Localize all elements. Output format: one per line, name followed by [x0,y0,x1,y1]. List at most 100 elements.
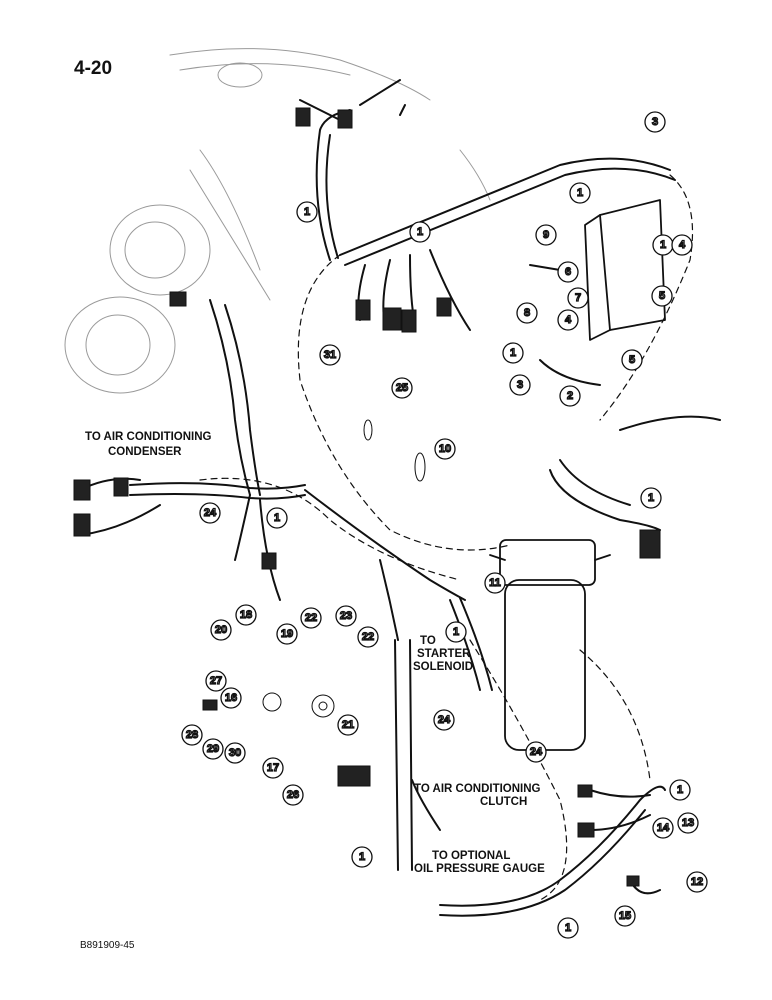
label-starter-2: STARTER [417,648,471,660]
callout-19: 19 [276,623,298,645]
svg-text:20: 20 [215,624,227,636]
callout-9: 9 [535,224,557,246]
callout-30: 30 [224,742,246,764]
connector-icon [169,291,187,307]
callout-5-b: 5 [621,349,643,371]
svg-text:30: 30 [229,747,241,759]
callout-1-b: 1 [569,182,591,204]
callout-12: 12 [686,871,708,893]
svg-text:1: 1 [304,206,310,218]
callout-10: 10 [434,438,456,460]
svg-text:21: 21 [342,719,354,731]
right-harness [539,359,721,531]
svg-text:14: 14 [657,822,670,834]
label-ac-clutch-2: CLUTCH [480,796,527,808]
callout-22-a: 22 [300,607,322,629]
svg-text:24: 24 [204,507,217,519]
callout-24-a: 24 [199,502,221,524]
svg-text:5: 5 [629,354,635,366]
connector-icon [355,299,371,321]
svg-text:1: 1 [648,492,654,504]
engine-background [64,48,491,394]
svg-text:1: 1 [274,512,280,524]
callout-1-i: 1 [557,917,579,939]
svg-text:26: 26 [287,789,299,801]
callout-1-g: 1 [669,779,691,801]
callout-27: 27 [205,670,227,692]
connector-icon [577,784,593,798]
svg-text:10: 10 [439,443,451,455]
label-starter-1: TO [420,635,436,647]
svg-text:15: 15 [619,910,631,922]
svg-text:1: 1 [660,239,666,251]
svg-text:25: 25 [396,382,408,394]
callout-5-a: 5 [651,285,673,307]
callout-1-f: 1 [445,621,467,643]
connector-icon [436,297,452,317]
connector-icon [73,513,91,537]
connector-icon [639,529,661,559]
callout-1-a: 1 [296,201,318,223]
svg-text:13: 13 [682,817,694,829]
callout-26: 26 [282,784,304,806]
callout-17: 17 [262,757,284,779]
callout-4-a: 4 [671,234,693,256]
connector-icon [113,477,129,497]
callouts: 1 1 1 1 1 1 1 1 1 1 1 2 3 3 4 4 5 5 6 7 … [181,111,708,939]
bracket [584,199,666,341]
callout-1-h: 1 [351,846,373,868]
callout-28: 28 [181,724,203,746]
connector-icon [401,309,417,333]
svg-text:1: 1 [359,851,365,863]
callout-24-c: 24 [525,741,547,763]
callout-3-a: 3 [644,111,666,133]
svg-text:1: 1 [417,226,423,238]
svg-text:29: 29 [207,743,219,755]
center-harness [379,559,493,871]
svg-text:1: 1 [577,187,583,199]
svg-text:1: 1 [453,626,459,638]
callout-11: 11 [484,572,506,594]
svg-text:27: 27 [210,675,222,687]
connector-icon [295,107,311,127]
connector-icon [577,822,595,838]
svg-text:2: 2 [567,390,573,402]
callout-15: 15 [614,905,636,927]
connectors [73,107,661,887]
sender-icon [202,699,218,711]
sensor-icon [363,419,373,441]
connector-icon [73,479,91,501]
connector-icon [337,109,353,129]
svg-text:4: 4 [565,314,572,326]
svg-text:24: 24 [438,714,451,726]
filter-canister [489,539,611,751]
callout-1-k: 1 [409,221,431,243]
svg-text:3: 3 [517,379,523,391]
svg-text:9: 9 [543,229,549,241]
callout-31: 31 [319,344,341,366]
callout-1-d: 1 [640,487,662,509]
svg-text:22: 22 [305,612,317,624]
callout-1-e: 1 [266,507,288,529]
callout-8: 8 [516,302,538,324]
lower-harness [439,785,666,917]
svg-text:5: 5 [659,290,665,302]
label-oil-gauge-1: TO OPTIONAL [432,850,510,862]
svg-text:12: 12 [691,876,703,888]
connector-icon [337,765,371,787]
label-ac-clutch-1: TO AIR CONDITIONING [414,783,541,795]
callout-16: 16 [220,687,242,709]
left-harness [79,299,466,601]
callout-1-c: 1 [502,342,524,364]
svg-text:19: 19 [281,628,293,640]
svg-text:17: 17 [267,762,279,774]
callout-3-b: 3 [509,374,531,396]
callout-20: 20 [210,619,232,641]
svg-text:8: 8 [524,307,530,319]
callout-14: 14 [652,817,674,839]
svg-text:28: 28 [186,729,198,741]
switch-icon [262,692,282,712]
svg-text:24: 24 [530,746,543,758]
svg-text:22: 22 [362,631,374,643]
